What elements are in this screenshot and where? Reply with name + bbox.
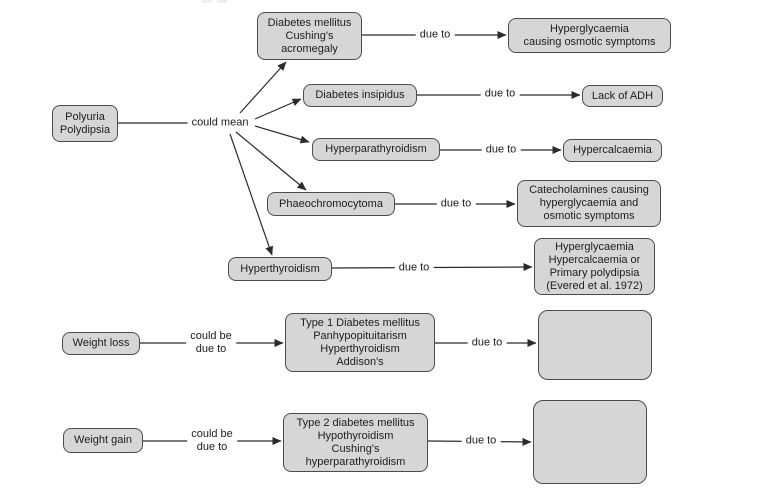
connector-arrow-to-diabetes-insipidus: [254, 98, 302, 120]
node-weight-gain: Weight gain: [63, 428, 143, 453]
edge-label-due-to-1: due to: [415, 28, 455, 42]
edge-label-due-to-7: due to: [461, 434, 501, 448]
edge-label-due-to-4: due to: [436, 197, 476, 211]
node-polyuria-polydipsia: Polyuria Polydipsia: [52, 105, 118, 142]
edge-label-due-to-3: due to: [481, 143, 521, 157]
node-weight-loss: Weight loss: [62, 332, 140, 355]
node-hyperparathyroidism: Hyperparathyroidism: [312, 138, 440, 161]
node-catecholamines-causing: Catecholamines causing hyperglycaemia an…: [517, 180, 661, 227]
crop-artifact: [202, 0, 212, 3]
node-type2-causes: Type 2 diabetes mellitus Hypothyroidism …: [283, 413, 428, 472]
connector-arrow-to-hyperparathyroidism: [254, 125, 310, 144]
node-empty-outcome-2: [533, 400, 647, 484]
edge-label-due-to-6: due to: [467, 336, 507, 350]
edge-label-due-to-2: due to: [480, 87, 520, 101]
connector-arrow-to-dm-cushings: [239, 61, 287, 114]
edge-label-could-mean: could mean: [187, 116, 253, 130]
crop-artifact: [217, 0, 227, 3]
node-hypercalcaemia: Hypercalcaemia: [563, 139, 662, 162]
edge-label-could-be-due-to-2: could be due to: [187, 428, 237, 454]
node-hyperglycaemia-hypercalcaemia-polydipsia: Hyperglycaemia Hypercalcaemia or Primary…: [534, 238, 655, 295]
node-diabetes-mellitus-cushings-acromegaly: Diabetes mellitus Cushing's acromegaly: [257, 12, 362, 60]
edge-label-due-to-5: due to: [394, 261, 434, 275]
node-type1-causes: Type 1 Diabetes mellitus Panhypopituitar…: [285, 313, 435, 372]
node-hyperglycaemia-osmotic-symptoms: Hyperglycaemia causing osmotic symptoms: [508, 18, 671, 53]
node-phaeochromocytoma: Phaeochromocytoma: [267, 192, 395, 216]
edge-label-could-be-due-to-1: could be due to: [186, 330, 236, 356]
connector-arrow-to-hyperthyroidism: [229, 133, 273, 256]
node-diabetes-insipidus: Diabetes insipidus: [303, 84, 417, 107]
connector-arrow-to-phaeochromocytoma: [235, 131, 307, 191]
node-hyperthyroidism: Hyperthyroidism: [228, 257, 332, 281]
node-empty-outcome-1: [538, 310, 652, 380]
node-lack-of-adh: Lack of ADH: [582, 85, 663, 107]
